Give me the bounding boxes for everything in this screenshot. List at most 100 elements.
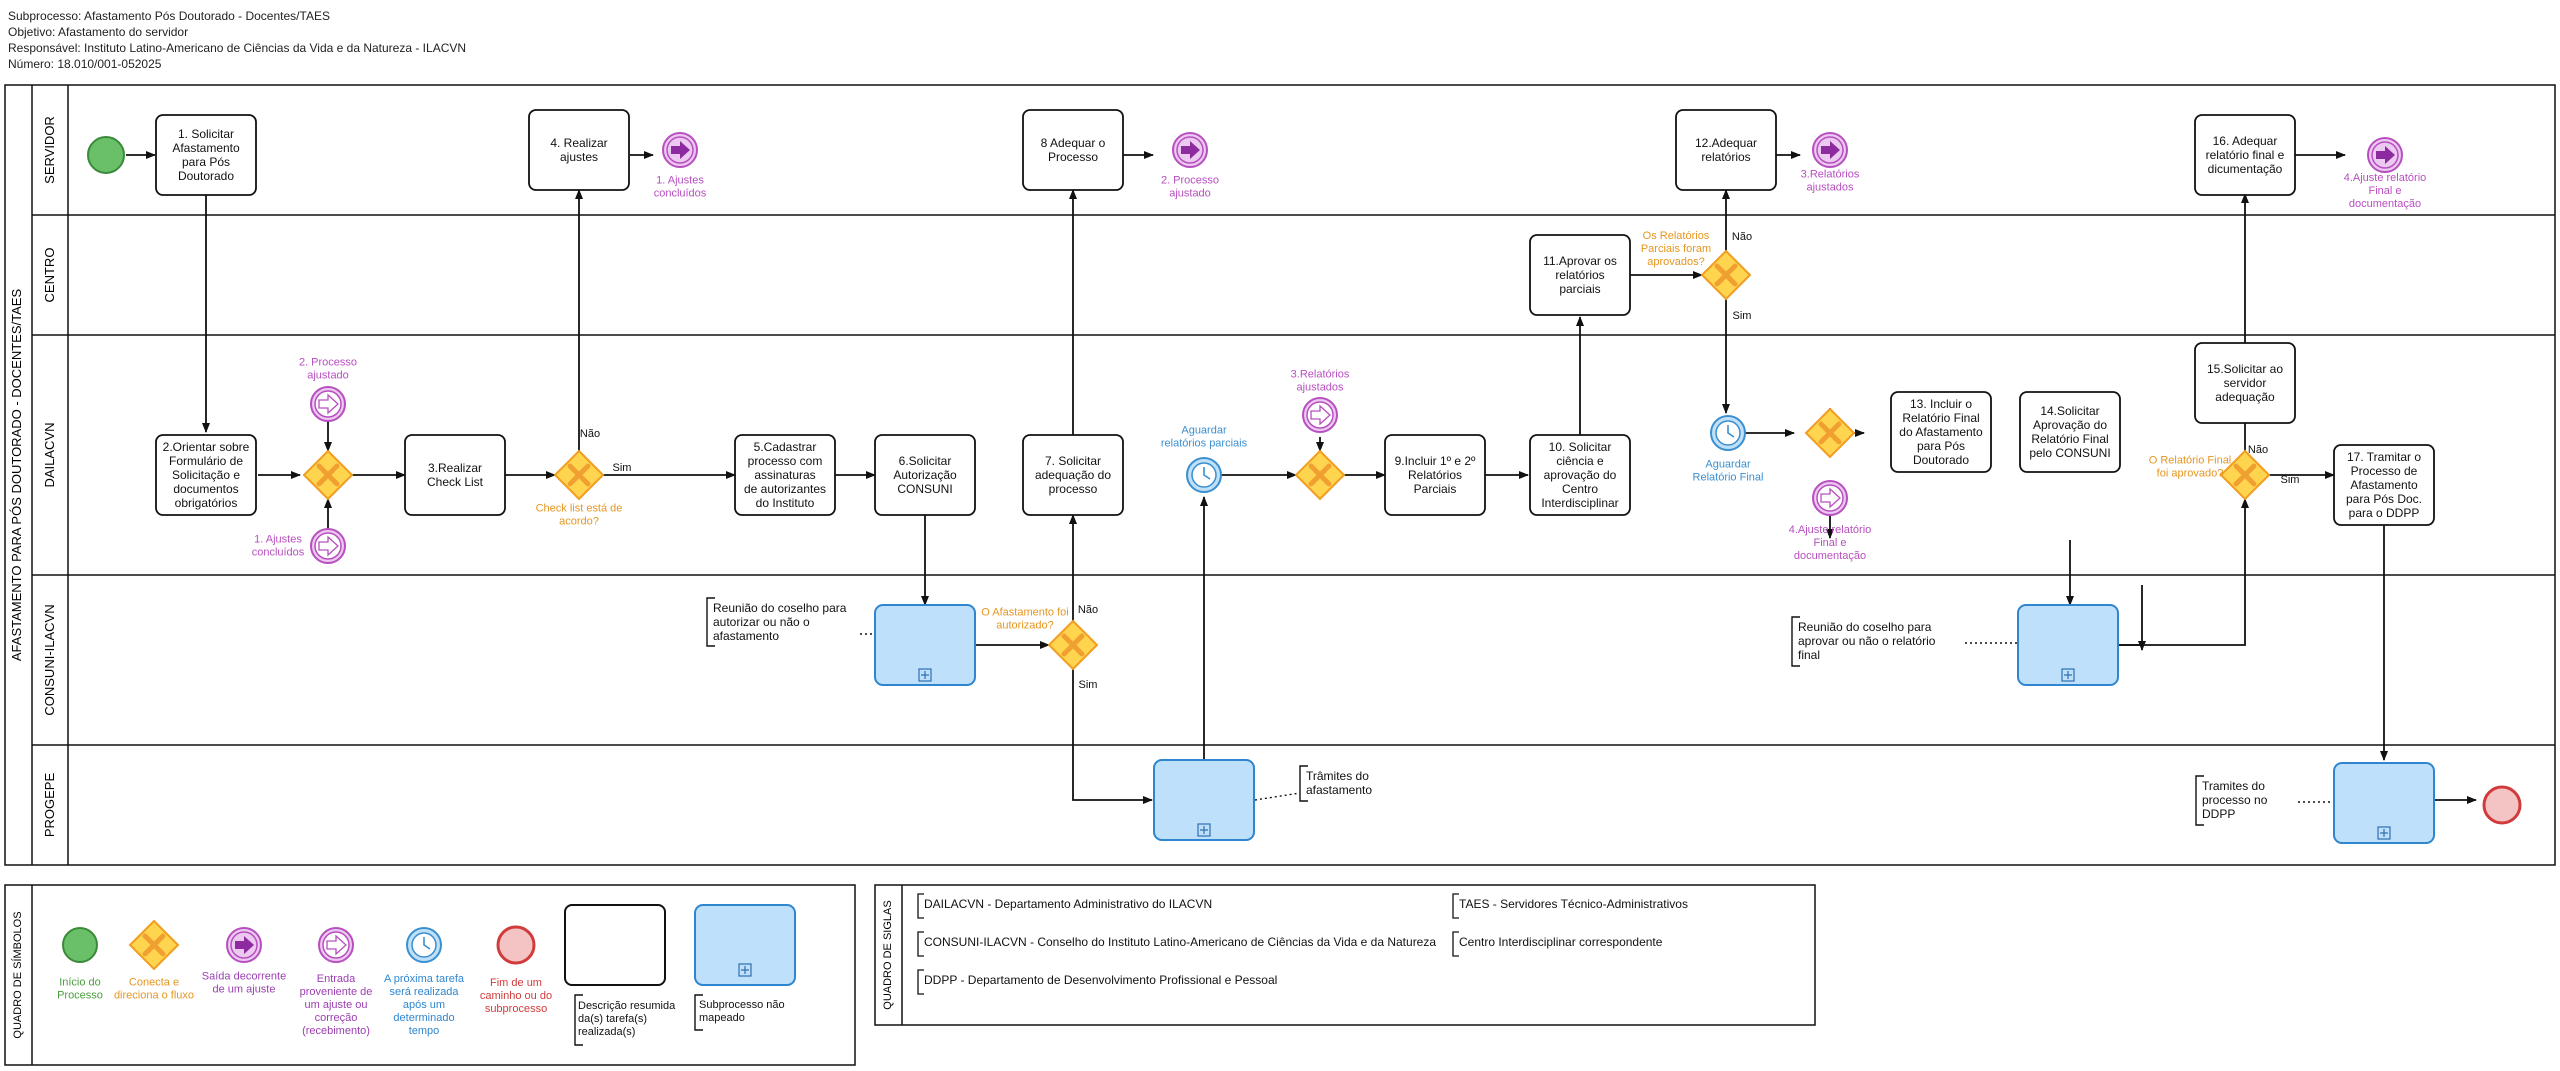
task-box xyxy=(2194,114,2296,196)
clock-hands xyxy=(1203,467,1211,480)
event-inner xyxy=(1816,136,1844,164)
label-yes-parciais: Sim xyxy=(1733,310,1752,322)
gateway-relatorios-parciais xyxy=(1700,249,1752,301)
task-box xyxy=(1384,434,1486,516)
gateway-afastamento xyxy=(1047,619,1099,671)
subprocess-box xyxy=(874,604,976,686)
legend-plus-icon xyxy=(741,966,749,974)
task-box xyxy=(155,114,257,196)
acronyms-legend: QUADRO DE SIGLAS DAILACVN - Departamento … xyxy=(874,884,1816,1026)
catch-event-relatorios-ajustados xyxy=(1302,397,1338,433)
x-icon xyxy=(1818,421,1842,445)
task-box xyxy=(2019,391,2121,473)
legend-end-icon xyxy=(496,925,536,965)
label-no-final: Não xyxy=(2248,444,2268,456)
throw-event-ajustes-concluidos xyxy=(662,132,698,168)
arrow-right-icon xyxy=(1181,141,1200,159)
expand-icon xyxy=(2377,826,2391,840)
annotation-bracket xyxy=(1299,765,1308,802)
acronym-dailacvn: DAILACVN - Departamento Administrativo d… xyxy=(924,897,1212,911)
arrow-right-outline-icon xyxy=(318,393,339,415)
legend-task-bracket xyxy=(574,994,583,1046)
x-icon xyxy=(2233,463,2257,487)
expand-icon xyxy=(918,668,932,682)
legend-arrow-icon xyxy=(235,936,254,954)
legend-start-icon xyxy=(62,927,98,963)
task-box xyxy=(155,434,257,516)
symbols-legend-title: QUADRO DE SÍMBOLOS xyxy=(11,911,24,1038)
gateway-final-merge xyxy=(1804,407,1856,459)
task-box xyxy=(404,434,506,516)
task-box xyxy=(1529,434,1631,516)
label-no-parciais: Não xyxy=(1732,231,1752,243)
lane-title-centro: CENTRO xyxy=(42,248,57,303)
label-yes-afastamento: Sim xyxy=(1079,679,1098,691)
label-yes-checklist: Sim xyxy=(613,462,632,474)
legend-arrow-outline-icon xyxy=(326,934,347,956)
start-event xyxy=(87,136,125,174)
x-icon xyxy=(1061,633,1085,657)
legend-subprocess-bracket xyxy=(694,994,703,1031)
x-icon xyxy=(1714,263,1738,287)
throw-event-ajuste-final xyxy=(2367,137,2403,173)
subprocess-progepe-ddpp xyxy=(2333,762,2435,844)
gateway-checklist xyxy=(553,449,605,501)
subprocess-consuni-afastamento xyxy=(874,604,976,686)
gateway-relatorio-final xyxy=(2219,449,2271,501)
header-subprocess: Subprocesso: Afastamento Pós Doutorado -… xyxy=(8,9,330,23)
legend-expand-icon xyxy=(738,963,752,977)
task-box xyxy=(874,434,976,516)
x-icon xyxy=(316,463,340,487)
x-icon xyxy=(567,463,591,487)
label-no-checklist: Não xyxy=(580,428,600,440)
subprocess-box xyxy=(2017,604,2119,686)
lane-title-progepe: PROGEPE xyxy=(42,773,57,838)
header-objective: Objetivo: Afastamento do servidor xyxy=(8,25,189,39)
acronym-centro: Centro Interdisciplinar correspondente xyxy=(1459,935,1663,949)
clock-hands xyxy=(1727,425,1735,438)
legend-x-icon xyxy=(142,933,166,957)
gateway-adjust-merge xyxy=(302,449,354,501)
acronym-taes: TAES - Servidores Técnico-Administrativo… xyxy=(1459,897,1688,911)
subprocess-box xyxy=(2333,762,2435,844)
arrow-right-icon xyxy=(2376,146,2395,164)
legend-subprocess-icon xyxy=(694,904,796,986)
arrow-right-outline-icon xyxy=(1310,404,1331,426)
legend-task-icon xyxy=(564,904,666,986)
lane-title-dailacvn: DAILACVN xyxy=(42,422,57,487)
event-inner xyxy=(666,136,694,164)
header-responsible: Responsável: Instituto Latino-Americano … xyxy=(8,41,467,55)
legend-clock-hands xyxy=(423,937,431,950)
x-icon xyxy=(1308,463,1332,487)
throw-event-processo-ajustado xyxy=(1172,132,1208,168)
arrow-right-icon xyxy=(671,141,690,159)
acronyms-legend-title: QUADRO DE SIGLAS xyxy=(882,900,894,1009)
